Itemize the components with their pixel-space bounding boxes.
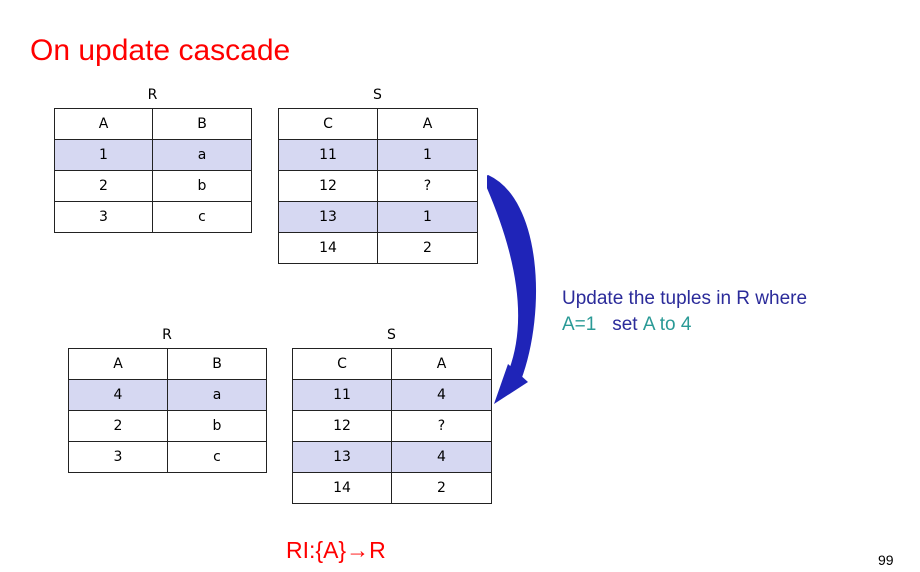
table-cell: 14 [278,232,378,264]
after-r-caption: R [162,327,172,343]
table-row: 12 ? [278,170,478,202]
table-row-highlighted: 4 a [68,379,267,411]
table-cell: c [167,441,267,473]
table-cell: 13 [278,201,378,233]
table-header-row: C A [278,108,478,140]
before-r-caption: R [147,87,158,103]
before-r-table: A B 1 a 2 b 3 c [54,108,252,233]
table-cell: 3 [68,441,168,473]
table-cell: 1 [377,139,478,171]
table-cell: a [167,379,267,411]
page-number: 99 [878,552,894,568]
table-cell: 2 [377,232,478,264]
table-row: 12 ? [292,410,492,442]
note-set-keyword: set [612,314,638,335]
table-cell: 14 [292,472,392,504]
after-s-caption: S [387,327,396,343]
column-header: B [152,108,252,140]
table-row-highlighted: 11 4 [292,379,492,411]
table-cell: 13 [292,441,392,473]
table-row-highlighted: 1 a [54,139,252,171]
table-header-row: A B [68,348,267,380]
table-row: 14 2 [292,472,492,504]
table-cell: ? [391,410,492,442]
table-cell: ? [377,170,478,202]
curved-arrow-icon [487,175,537,404]
table-row-highlighted: 13 1 [278,201,478,233]
column-header: C [278,108,378,140]
note-line-1: Update the tuples in R where [562,288,808,309]
column-header: A [377,108,478,140]
after-s-table: C A 11 4 12 ? 13 4 14 2 [292,348,492,504]
after-r-table: A B 4 a 2 b 3 c [68,348,267,473]
table-header-row: A B [54,108,252,140]
table-row: 2 b [68,410,267,442]
table-row: 14 2 [278,232,478,264]
table-row: 3 c [68,441,267,473]
note-condition: A=1 [562,314,597,335]
column-header: B [167,348,267,380]
table-row: 3 c [54,201,252,233]
table-cell: 11 [292,379,392,411]
table-cell: b [152,170,252,202]
table-cell: 4 [391,379,492,411]
table-cell: 2 [391,472,492,504]
table-row: 2 b [54,170,252,202]
table-cell: 1 [54,139,153,171]
table-row-highlighted: 13 4 [292,441,492,473]
note-action: A to 4 [642,314,692,335]
table-cell: 12 [278,170,378,202]
column-header: A [68,348,168,380]
table-cell: b [167,410,267,442]
referential-integrity-constraint: RI:{A}→R [286,537,386,563]
table-cell: 2 [54,170,153,202]
update-note: Update the tuples in R where A=1 set A t… [562,286,807,338]
table-row-highlighted: 11 1 [278,139,478,171]
column-header: C [292,348,392,380]
table-header-row: C A [292,348,492,380]
table-cell: c [152,201,252,233]
slide-title: On update cascade [30,34,291,67]
column-header: A [54,108,153,140]
table-cell: 11 [278,139,378,171]
table-cell: 3 [54,201,153,233]
column-header: A [391,348,492,380]
table-cell: a [152,139,252,171]
table-cell: 4 [68,379,168,411]
before-s-table: C A 11 1 12 ? 13 1 14 2 [278,108,478,264]
before-s-caption: S [373,87,382,103]
table-cell: 2 [68,410,168,442]
note-line-2: A=1 set A to 4 [562,312,807,338]
table-cell: 4 [391,441,492,473]
table-cell: 1 [377,201,478,233]
table-cell: 12 [292,410,392,442]
